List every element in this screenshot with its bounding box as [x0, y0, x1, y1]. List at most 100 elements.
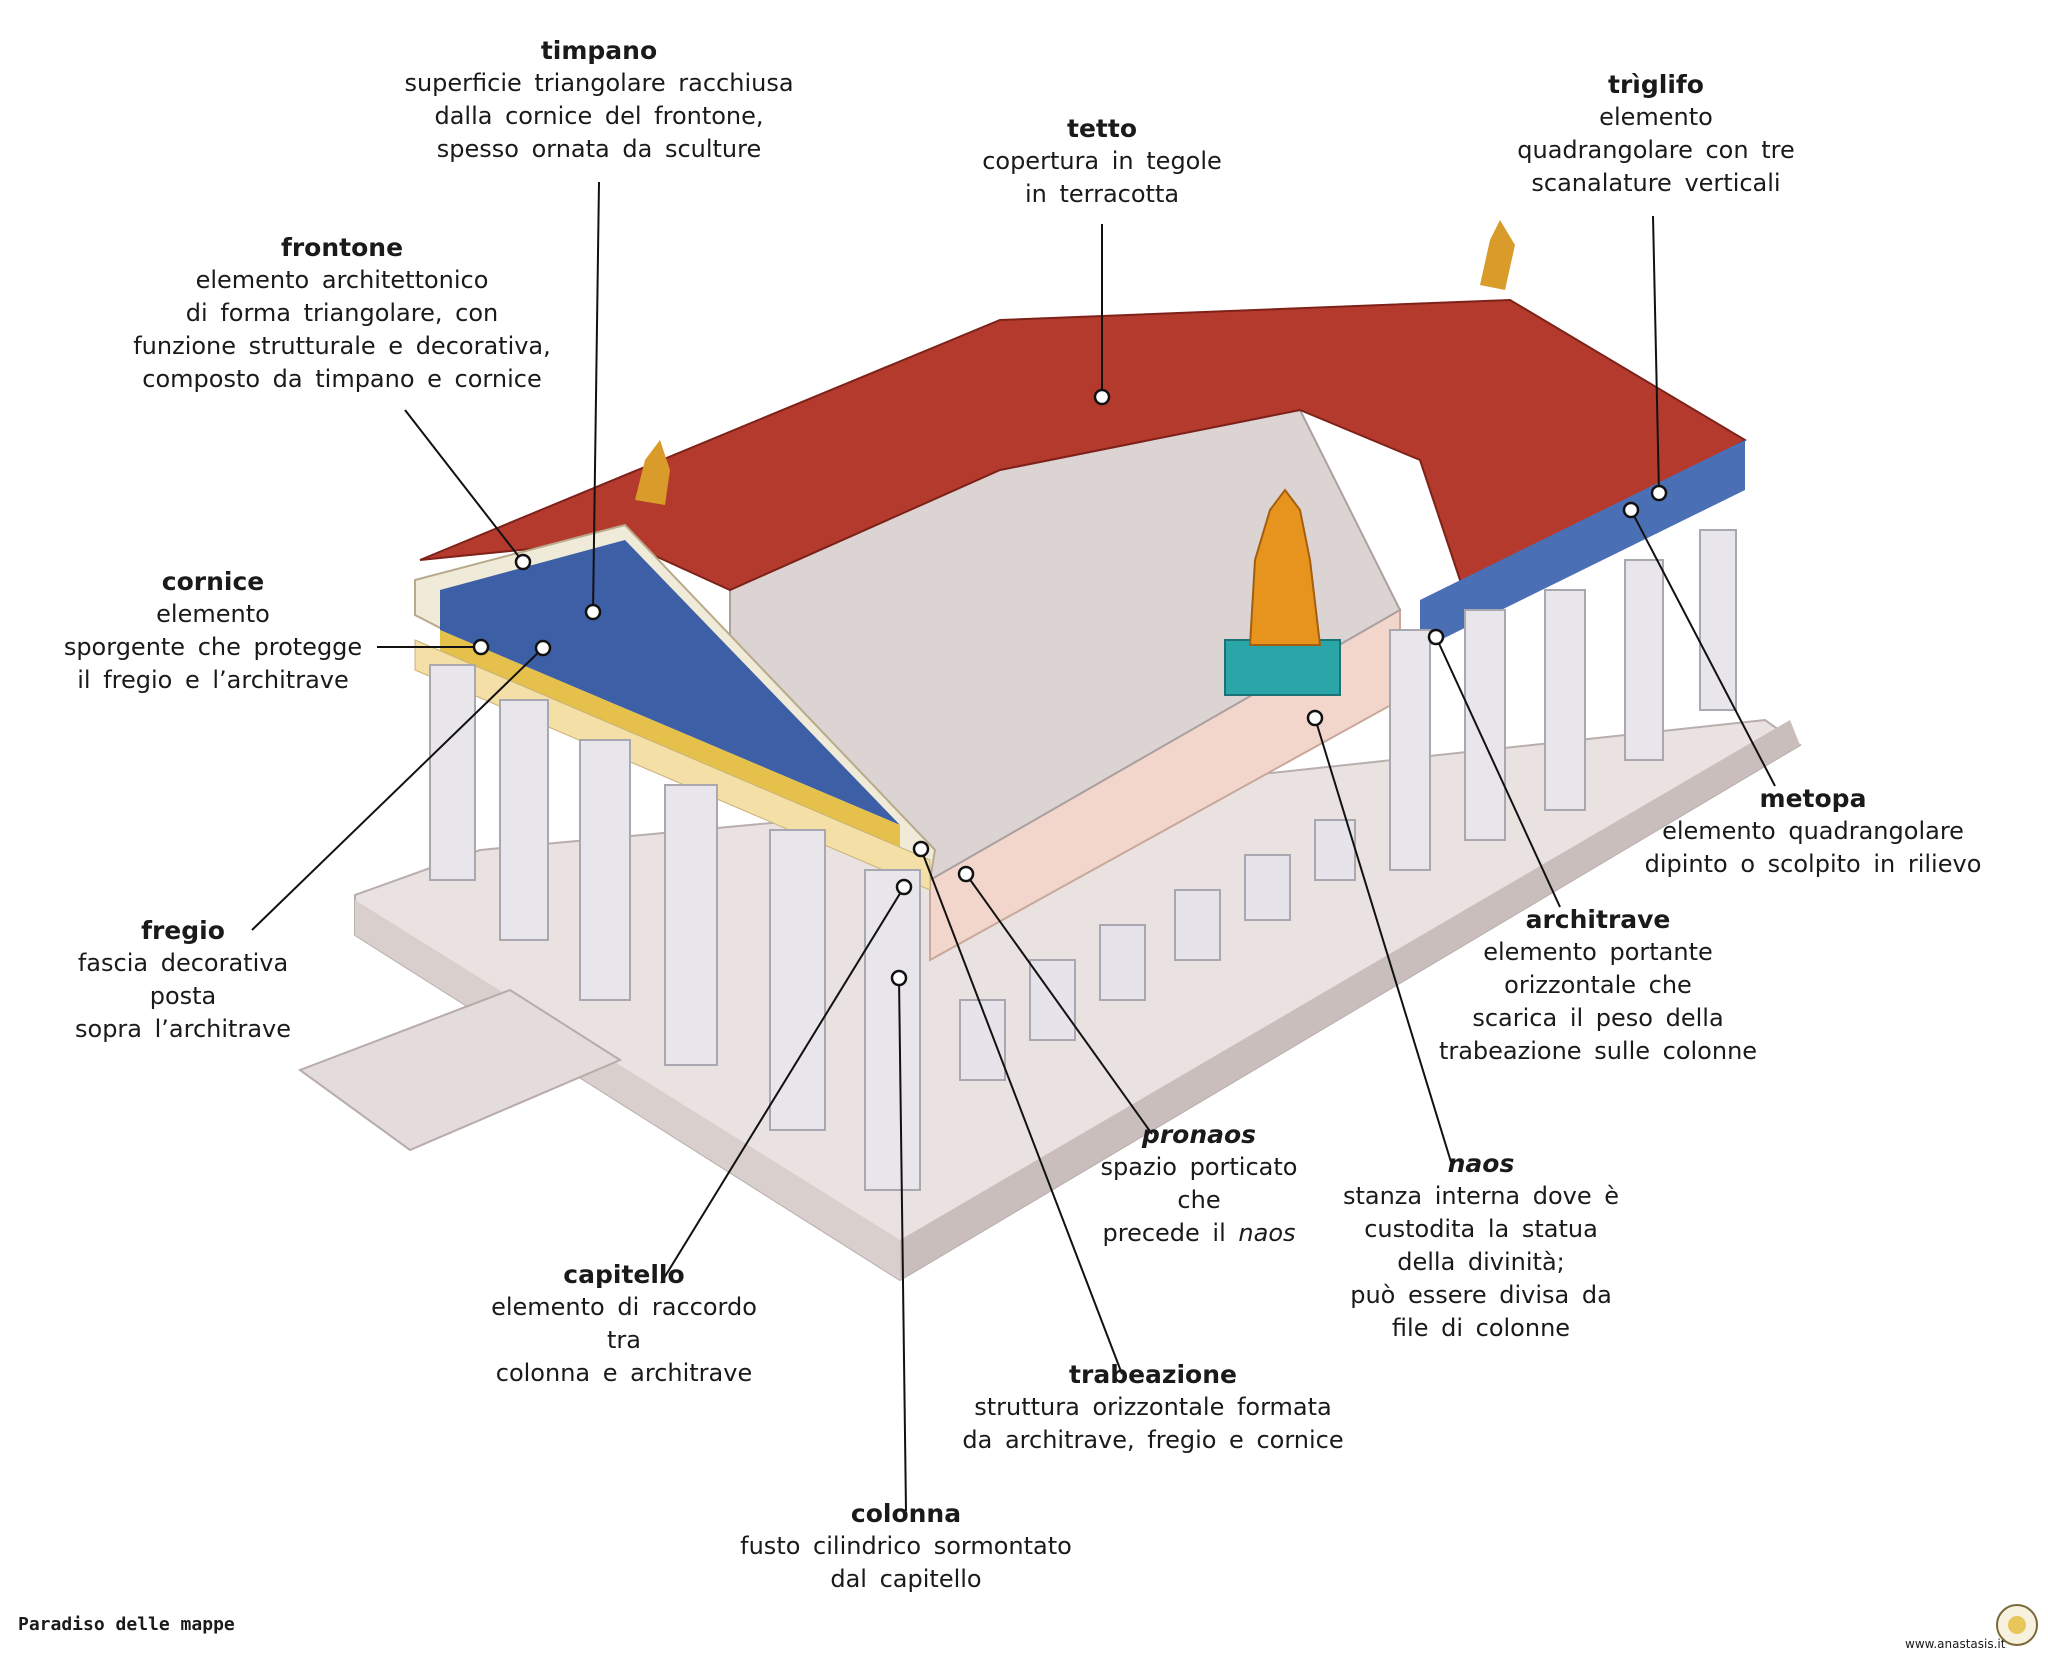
stylobate-side: [900, 720, 1800, 1280]
label-line-capitello: colonna e architrave: [495, 1359, 753, 1387]
leader-dot-architrave: [1427, 628, 1445, 646]
label-title-architrave: architrave: [1525, 905, 1671, 934]
label-title-tetto: tetto: [1067, 114, 1137, 143]
leader-dot-capitello: [895, 878, 913, 896]
leader-line-metopa: [1630, 509, 1776, 787]
label-line-frontone: composto da timpano e cornice: [142, 365, 542, 393]
leader-line-pronaos: [965, 873, 1153, 1135]
label-title-metopa: metopa: [1759, 784, 1867, 813]
label-fregio: fregio fascia decorativa posta sopra l’arch…: [75, 914, 291, 1046]
leader-dot-trabeazione: [912, 840, 930, 858]
leader-dot-frontone: [514, 553, 532, 571]
label-line-naos: custodita la statua: [1364, 1215, 1598, 1243]
label-naos: naos stanza interna dove è custodita la st…: [1343, 1147, 1619, 1345]
label-title-cornice: cornice: [161, 567, 265, 596]
label-line-fregio: fascia decorativa: [77, 949, 289, 977]
leader-dot-timpano: [584, 603, 602, 621]
tympanum: [440, 540, 900, 825]
label-architrave: architrave elemento portante orizzontale c…: [1439, 903, 1757, 1068]
leader-dot-pronaos: [957, 865, 975, 883]
footer-website: www.anastasis.it: [1905, 1637, 2006, 1651]
leader-dot-colonna: [890, 969, 908, 987]
label-title-pronaos: pronaos: [1141, 1120, 1257, 1149]
leader-dot-naos: [1306, 709, 1324, 727]
label-line-cornice: il fregio e l’architrave: [77, 666, 349, 694]
acroterion-left: [635, 440, 670, 505]
label-line-naos: stanza interna dove è: [1342, 1182, 1620, 1210]
label-line-pronaos: che: [1177, 1186, 1221, 1214]
statue: [1248, 488, 1322, 646]
leader-line-frontone: [404, 409, 524, 563]
label-line-timpano: superficie triangolare racchiusa: [404, 69, 794, 97]
leader-line-trabeazione: [920, 848, 1123, 1375]
statue-base: [1224, 639, 1341, 696]
label-line-architrave: elemento portante: [1483, 938, 1713, 966]
label-line-triglifo: scanalature verticali: [1531, 169, 1781, 197]
label-line-timpano: spesso ornata da sculture: [436, 135, 762, 163]
leader-line-triglifo: [1652, 215, 1660, 494]
label-line-naos: della divinità;: [1397, 1248, 1565, 1276]
label-line-naos: file di colonne: [1391, 1314, 1571, 1342]
leader-dot-triglifo: [1650, 484, 1668, 502]
label-line-capitello: elemento di raccordo: [491, 1293, 757, 1321]
label-triglifo: trìglifo elemento quadrangolare con tre sca…: [1517, 68, 1794, 200]
label-title-capitello: capitello: [563, 1260, 685, 1289]
label-line-capitello: tra: [607, 1326, 641, 1354]
label-line-pronaos: spazio porticato: [1100, 1153, 1298, 1181]
label-title-trabeazione: trabeazione: [1069, 1360, 1237, 1389]
label-trabeazione: trabeazione struttura orizzontale formata…: [962, 1358, 1343, 1457]
label-title-timpano: timpano: [540, 36, 658, 65]
label-cornice: cornice elemento sporgente che protegge il …: [64, 565, 362, 697]
label-line-frontone: elemento architettonico: [195, 266, 489, 294]
label-line-cornice: sporgente che protegge: [63, 633, 363, 661]
label-line-fregio: posta: [149, 982, 217, 1010]
label-line-naos: può essere divisa da: [1350, 1281, 1612, 1309]
label-italic-word: naos: [1238, 1219, 1296, 1247]
leader-line-fregio: [251, 647, 544, 931]
leader-dot-cornice: [472, 638, 490, 656]
label-line-tetto: in terracotta: [1024, 180, 1180, 208]
side-columns: [1389, 529, 1737, 871]
front-columns: [429, 664, 921, 1191]
label-line-colonna: fusto cilindrico sormontato: [740, 1532, 1072, 1560]
label-line-timpano: dalla cornice del frontone,: [434, 102, 764, 130]
super-mappe-logo: [1996, 1604, 2038, 1646]
leader-line-capitello: [660, 886, 905, 1284]
label-pronaos: pronaos spazio porticato che precede il nao…: [1101, 1118, 1298, 1250]
leader-line-timpano: [592, 181, 600, 613]
label-line-trabeazione: struttura orizzontale formata: [974, 1393, 1332, 1421]
label-line-metopa: dipinto o scolpito in rilievo: [1644, 850, 1982, 878]
label-metopa: metopa elemento quadrangolare dipinto o sc…: [1645, 782, 1982, 881]
label-timpano: timpano superficie triangolare racchiusa d…: [404, 34, 793, 166]
label-line-colonna: dal capitello: [830, 1565, 982, 1593]
leader-dot-tetto: [1093, 388, 1111, 406]
label-line-frontone: funzione strutturale e decorativa,: [133, 332, 551, 360]
cut-columns: [959, 819, 1356, 1081]
stylobate-front: [355, 900, 900, 1280]
label-line-metopa: elemento quadrangolare: [1662, 817, 1964, 845]
leader-line-architrave: [1435, 636, 1561, 908]
label-line-architrave: orizzontale che: [1504, 971, 1692, 999]
label-title-triglifo: trìglifo: [1608, 70, 1704, 99]
leader-dot-metopa: [1622, 501, 1640, 519]
frieze-front: [440, 630, 900, 850]
leader-line-colonna: [898, 977, 907, 1512]
label-line-triglifo: quadrangolare con tre: [1517, 136, 1795, 164]
label-capitello: capitello elemento di raccordo tra colonna …: [491, 1258, 757, 1390]
label-line-fregio: sopra l’architrave: [75, 1015, 291, 1043]
leader-line-naos: [1314, 717, 1452, 1163]
label-line-triglifo: elemento: [1599, 103, 1713, 131]
label-title-fregio: fregio: [141, 916, 225, 945]
label-line-pronaos: precede il naos: [1102, 1219, 1296, 1247]
label-title-naos: naos: [1447, 1149, 1515, 1178]
label-line-cornice: elemento: [156, 600, 270, 628]
ramp: [297, 988, 623, 1152]
footer-credit: Paradiso delle mappe: [18, 1614, 235, 1635]
label-line-trabeazione: da architrave, fregio e cornice: [962, 1426, 1344, 1454]
